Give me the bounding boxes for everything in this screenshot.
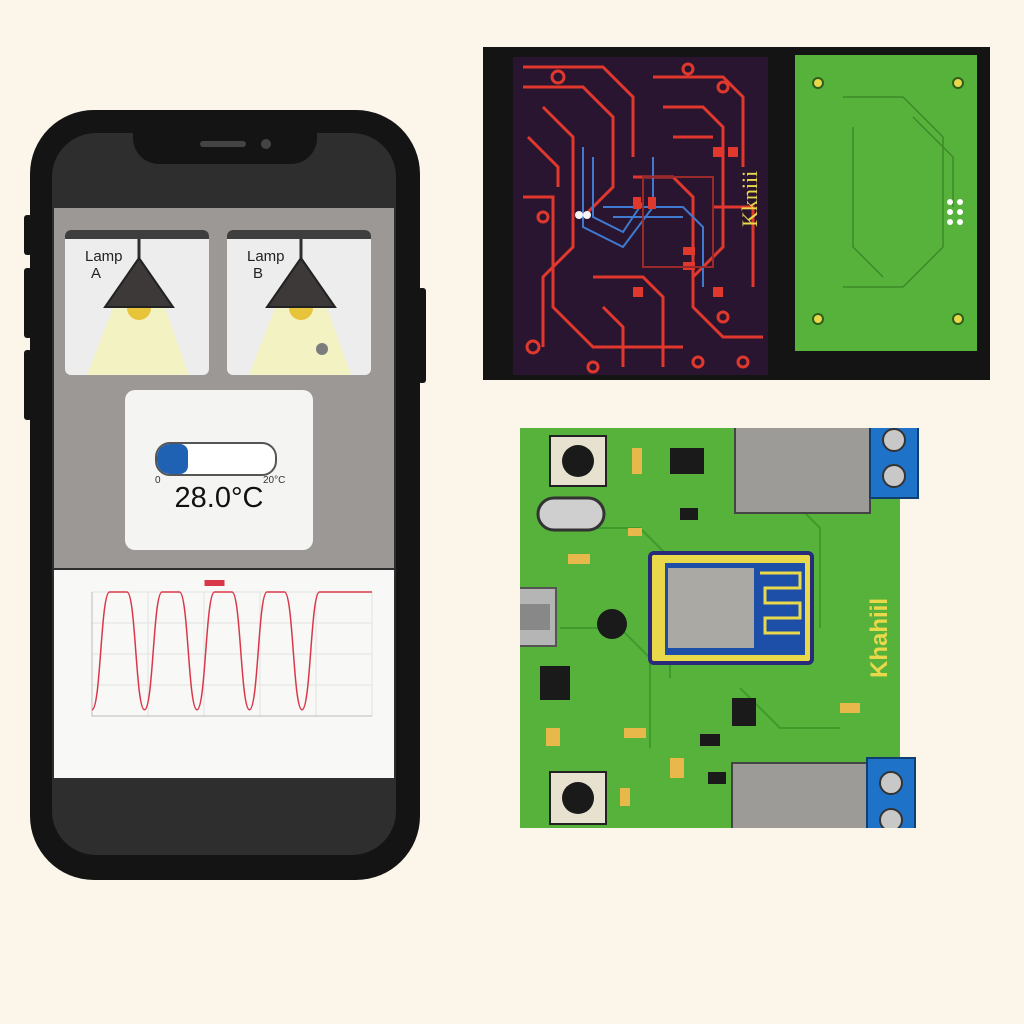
pcb-header-pins: [947, 199, 963, 225]
pcb-red-traces: [523, 65, 763, 367]
phone-volume-button: [24, 268, 32, 338]
lamp-icon: [227, 230, 371, 375]
dark-board-silkscreen-label: Kkniii: [737, 170, 762, 227]
smd-components: [540, 448, 756, 784]
buzzer: [597, 609, 627, 639]
chart-axis: [91, 592, 372, 717]
green-board-silkscreen-label: Khahiil: [866, 597, 893, 678]
lamp-b-label: Lamp B: [247, 248, 285, 282]
pcb-vias: [525, 62, 750, 374]
slider-min-label: 0: [155, 475, 161, 486]
pcb-mounting-holes: [812, 77, 964, 325]
chart-series-line: [91, 591, 372, 711]
pcb-layout-board: Kkniii: [483, 47, 990, 380]
pcb-green-traces: [843, 96, 954, 288]
phone-power-button: [418, 288, 426, 383]
screw-terminal-bottom: [731, 757, 916, 828]
temperature-readout: 28.0°C: [174, 482, 264, 514]
temperature-slider[interactable]: [155, 442, 277, 476]
tactile-button-bottom: [549, 771, 607, 825]
lamp-a-tile[interactable]: Lamp A: [65, 230, 209, 375]
slider-max-label: 20°C: [263, 475, 286, 486]
screw-terminal-top: [734, 428, 919, 514]
phone-volume-button: [24, 350, 32, 420]
assembled-green-pcb: Khahiil: [520, 428, 920, 828]
lamp-a-label: Lamp A: [85, 248, 123, 282]
lamp-icon: [65, 230, 209, 375]
smd-resistors: [546, 448, 860, 806]
crystal-oscillator: [536, 496, 606, 532]
temperature-line-chart: [91, 580, 373, 717]
thermostat-card: 0 20°C 28.0°C: [125, 390, 313, 550]
pcb-silkscreen-holes: [575, 211, 591, 219]
phone-speaker: [200, 141, 246, 147]
temperature-chart-panel: [54, 570, 394, 778]
phone-volume-button: [24, 215, 32, 255]
lamp-b-tile[interactable]: Lamp B: [227, 230, 371, 375]
chart-marker[interactable]: [204, 580, 225, 586]
pcb-green-bottom-layer: [795, 55, 977, 351]
tactile-button-top: [549, 435, 607, 487]
phone-camera: [261, 139, 271, 149]
pcb-ic-footprint: [642, 176, 714, 268]
esp-wifi-module: [648, 551, 814, 665]
temperature-slider-fill: [157, 444, 188, 474]
